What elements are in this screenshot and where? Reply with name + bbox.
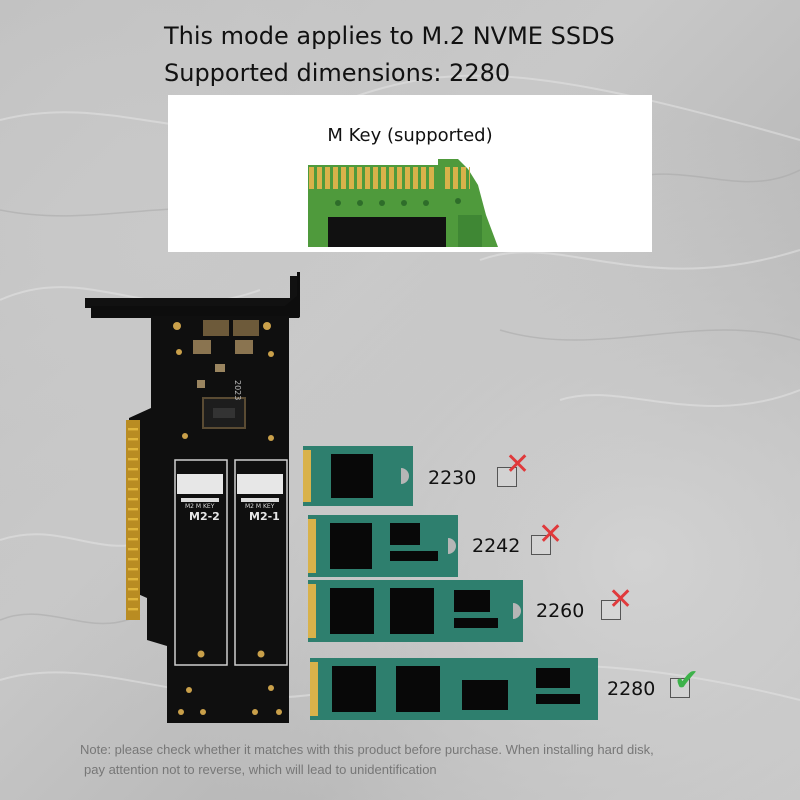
ssd-2260-image [308,580,523,642]
red-x-icon: ✕ [608,582,634,617]
status-box-2242 [531,535,551,555]
note-line-1: Note: please check whether it matches wi… [80,742,654,757]
status-box-2230 [497,467,517,487]
slot-key-label-right: M2 M KEY [245,503,275,510]
red-x-icon: ✕ [538,517,564,552]
status-box-2260 [601,600,621,620]
ssd-2242-image [308,515,458,577]
board-mark: 2023 [233,380,242,400]
m-key-panel: M Key (supported) [168,95,652,252]
m-key-label: M Key (supported) [327,125,493,146]
size-label-2280: 2280 [607,678,656,700]
size-label-2230: 2230 [428,467,477,489]
ssd-2280-image [310,658,598,720]
green-check-icon: ✔ [674,663,700,698]
pcie-adapter-card: 2023 M2 M KEY M2 M KEY M2-2 M2-1 [85,272,300,723]
m-key-connector-image [308,159,498,247]
red-x-icon: ✕ [505,447,531,482]
mode-title: This mode applies to M.2 NVME SSDS [164,22,615,50]
size-label-2242: 2242 [472,535,521,557]
size-label-2260: 2260 [536,600,585,622]
slot-key-label-left: M2 M KEY [185,503,215,510]
ssd-2230-image [303,446,413,506]
status-box-2280 [670,678,690,698]
note-line-2: pay attention not to reverse, which will… [84,762,437,777]
slot-label-m2-2: M2-2 [189,510,220,523]
slot-label-m2-1: M2-1 [249,510,280,523]
supported-dimensions: Supported dimensions: 2280 [164,59,511,87]
installation-note: Note: please check whether it matches wi… [80,740,710,780]
